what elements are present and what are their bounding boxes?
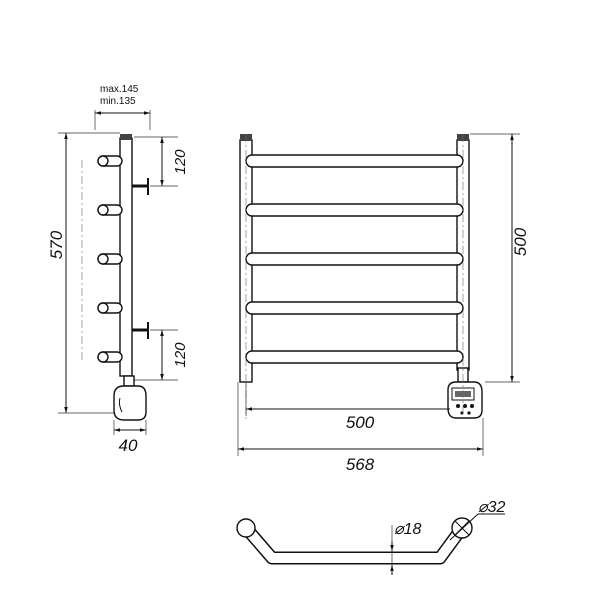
- tube-stub: [97, 253, 123, 265]
- controller-side: [113, 385, 147, 421]
- tube-stub: [97, 302, 123, 314]
- horizontal-rails: [245, 154, 464, 364]
- min-depth-label: min.135: [100, 96, 136, 107]
- front-view: 500 500 568: [237, 133, 530, 474]
- wall-mount-top: [132, 178, 149, 195]
- rail: [245, 203, 464, 217]
- top-view: ⌀18 ⌀32: [236, 499, 506, 575]
- side-depth-label: 40: [119, 436, 138, 455]
- max-depth-label: max.145: [100, 84, 139, 95]
- tube-diameter-label: ⌀18: [394, 521, 422, 538]
- total-height-label: 570: [47, 230, 66, 259]
- inner-width-label: 500: [346, 413, 375, 432]
- mount-spacing-top-label: 120: [172, 149, 189, 175]
- tube-stub: [97, 155, 123, 167]
- rail-height-label: 500: [511, 227, 530, 256]
- tube-stub: [97, 351, 123, 363]
- mount-spacing-bottom-label: 120: [172, 342, 189, 368]
- tube-stubs: [97, 155, 123, 363]
- rail: [245, 252, 464, 266]
- tube-stub: [97, 204, 123, 216]
- side-post-cap: [120, 134, 132, 140]
- bent-tube-fill: [242, 524, 467, 563]
- rail-diameter-label: ⌀32: [478, 499, 506, 516]
- rail-diameter-leader: [449, 513, 479, 541]
- rail: [245, 154, 464, 168]
- total-width-label: 568: [346, 455, 375, 474]
- side-view: max.145 min.135 570: [47, 84, 189, 455]
- wall-mount-bottom: [132, 322, 149, 339]
- heater-neck: [123, 375, 135, 387]
- rail: [245, 301, 464, 315]
- thermostat-controller-icon: [447, 367, 483, 419]
- rail: [245, 350, 464, 364]
- left-rail-end: [236, 518, 256, 538]
